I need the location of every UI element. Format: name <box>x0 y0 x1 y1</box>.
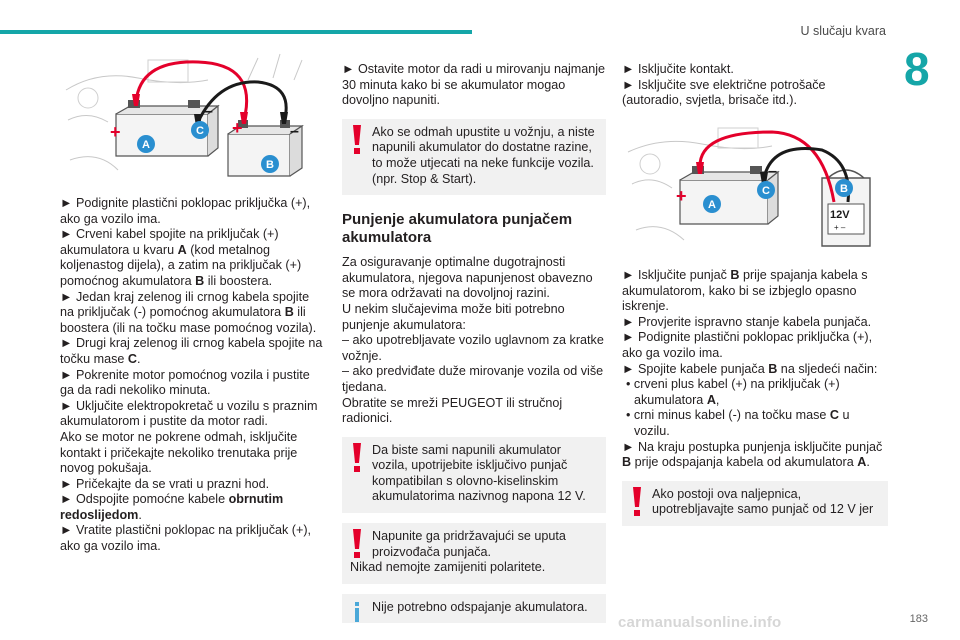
warning-icon <box>353 124 361 154</box>
column-middle: ► Ostavite motor da radi u mirovanju naj… <box>342 62 606 633</box>
warning-text-3a: Napunite ga pridržavajući se uputa proiz… <box>372 529 566 559</box>
step-connect-black: ► Jedan kraj zelenog ili crnog kabela sp… <box>60 289 317 335</box>
fig2-plus-a: + <box>676 186 687 206</box>
warning-box-4: Ako postoji ova naljepnica, upotrebljava… <box>622 480 888 526</box>
step-leave-running: ► Ostavite motor da radi u mirovanju naj… <box>342 62 606 108</box>
step-replace-cover: ► Vratite plastični poklopac na priključ… <box>60 523 312 554</box>
fig1-minus-b: – <box>290 123 299 140</box>
warning-box-2: Da biste sami napunili akumulator vozila… <box>342 436 606 514</box>
fig1-plus-a: + <box>110 122 121 142</box>
note-retry: Ako se motor ne pokrene odmah, isključit… <box>60 429 298 476</box>
fig2-label-c: C <box>762 185 770 197</box>
step-connect-red: ► Crveni kabel spojite na priključak (+)… <box>60 227 302 288</box>
warning-text-1: Ako se odmah upustite u vožnju, a niste … <box>372 124 595 186</box>
para-case-long-idle: – ako predviđate duže mirovanje vozila o… <box>342 364 604 394</box>
page-header-title: U slučaju kvara <box>800 24 886 38</box>
step-start-assist: ► Pokrenite motor pomoćnog vozila i pust… <box>60 367 310 398</box>
para-contact-network: Obratite se mreži PEUGEOT ili stručnoj r… <box>342 395 563 426</box>
column-right: ► Isključite kontakt. ► Isključite sve e… <box>622 62 888 109</box>
fig2-minus-c: – <box>768 163 777 180</box>
warning-box-3: Napunite ga pridržavajući se uputa proiz… <box>342 523 606 584</box>
page-number: 183 <box>909 613 928 625</box>
column-left: ► Podignite plastični poklopac priključk… <box>60 196 324 555</box>
para-cases: U nekim slučajevima može biti potrebno p… <box>342 301 565 332</box>
step-ground-point: ► Drugi kraj zelenog ili crnog kabela sp… <box>60 336 323 366</box>
fig1-label-b: B <box>266 159 274 171</box>
para-longevity: Za osiguravanje optimalne dugotrajnosti … <box>342 255 593 301</box>
fig2-label-a: A <box>708 199 716 211</box>
warning-box-1: Ako se odmah upustite u vožnju, a niste … <box>342 118 606 196</box>
charger-illustration: 12V + – + – A C B <box>622 122 886 262</box>
step-start-engine: ► Uključite elektropokretač u vozilu s p… <box>60 398 318 429</box>
jump-start-illustration: + + – – A C B <box>58 50 324 190</box>
warning-text-2: Da biste sami napunili akumulator vozila… <box>372 442 586 504</box>
jump-start-diagram: + + – – A C B <box>58 50 324 190</box>
chapter-number: 8 <box>904 43 930 95</box>
watermark: carmanualsonline.info <box>618 614 782 631</box>
step-disconnect: ► Odspojite pomoćne kabele obrnutim redo… <box>60 492 284 522</box>
info-box-1: Nije potrebno odspajanje akumulatora. <box>342 593 606 624</box>
step-check-cables: ► Provjerite ispravno stanje kabela punj… <box>622 314 872 329</box>
step-end-charging: ► Na kraju postupka punjenja isključite … <box>622 439 883 470</box>
section-heading-charging: Punjenje akumulatora punjačem akumulator… <box>342 211 573 247</box>
warning-icon <box>353 442 361 472</box>
para-case-short-trips: – ako upotrebljavate vozilo uglavnom za … <box>342 333 604 363</box>
step-charger-off: ► Isključite punjač B prije spajanja kab… <box>622 268 868 314</box>
info-icon <box>355 601 359 622</box>
charger-voltage-label: 12V <box>830 209 850 221</box>
step-ignition-off: ► Isključite kontakt. <box>622 62 734 76</box>
warning-text-4: Ako postoji ova naljepnica, upotrebljava… <box>652 486 874 517</box>
substep-black-cable: • crni minus kabel (-) na točku mase C u… <box>626 408 850 438</box>
step-lift-cover: ► Podignite plastični poklopac priključk… <box>60 196 311 226</box>
step-consumers-off: ► Isključite sve električne potrošače (a… <box>622 77 826 108</box>
fig1-label-c: C <box>196 125 204 137</box>
step-lift-cover-2: ► Podignite plastični poklopac priključk… <box>622 330 873 360</box>
fig1-plus-b: + <box>232 118 243 138</box>
fig2-label-b: B <box>840 183 848 195</box>
warning-text-3b: Nikad nemojte zamijeniti polaritete. <box>350 560 546 575</box>
step-wait-idle: ► Pričekajte da se vrati u prazni hod. <box>60 476 270 491</box>
warning-icon <box>633 486 641 516</box>
fig1-label-a: A <box>142 139 150 151</box>
substep-red-cable: • crveni plus kabel (+) na priključak (+… <box>626 377 840 407</box>
header-accent-bar <box>0 30 472 34</box>
info-text-1: Nije potrebno odspajanje akumulatora. <box>372 599 588 614</box>
step-connect-charger: ► Spojite kabele punjača B na sljedeći n… <box>622 361 878 376</box>
charger-terminal-label: + – <box>834 223 846 232</box>
fig1-minus-c: – <box>204 103 213 120</box>
charger-diagram: 12V + – + – A C B <box>622 122 886 262</box>
warning-icon <box>353 529 361 559</box>
column-right-lower: ► Isključite punjač B prije spajanja kab… <box>622 268 888 536</box>
